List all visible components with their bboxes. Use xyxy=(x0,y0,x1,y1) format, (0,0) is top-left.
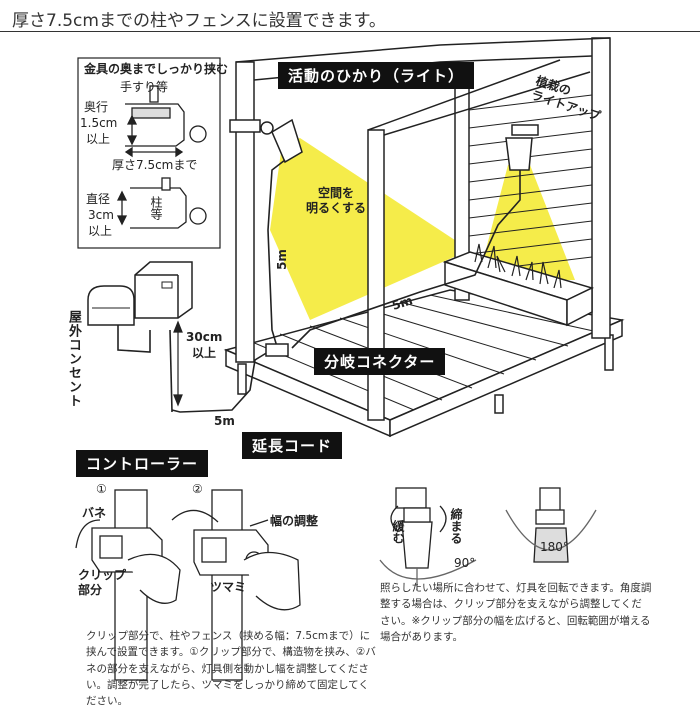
pillar-center xyxy=(368,130,384,420)
depth-label: 奥行 xyxy=(84,100,108,115)
height-value: 30cm xyxy=(186,330,222,345)
diameter-suffix: 以上 xyxy=(88,224,112,239)
tighten-label: 締まる xyxy=(448,508,463,544)
pillar-right xyxy=(592,38,610,338)
loosen-label: 緩む xyxy=(390,520,405,544)
handrail-label: 手すり等 xyxy=(120,80,168,95)
clip-label: クリップ 部分 xyxy=(78,568,126,598)
lamp-right xyxy=(506,138,532,170)
angle-90-label: 90° xyxy=(454,556,475,571)
outdoor-outlet xyxy=(88,286,134,325)
rotate-lamp-a xyxy=(402,522,432,568)
diameter-value: 3cm xyxy=(88,208,114,223)
caption-rotation: 照らしたい場所に合わせて、灯具を回転できます。角度調整する場合は、クリップ部分を… xyxy=(380,580,652,645)
bracket-left xyxy=(230,120,260,132)
step2-marker: ② xyxy=(192,482,203,497)
pillar-label: 柱等 xyxy=(148,196,163,220)
spring-label: バネ xyxy=(82,506,106,521)
deck-leg-3 xyxy=(605,335,613,370)
extension-callout: 延長コード xyxy=(242,432,342,459)
width-adjust-label: 幅の調整 xyxy=(270,514,318,529)
caption-clip-install: クリップ部分で、柱やフェンス（挟める幅：7.5cmまで）に挟んで設置できます。①… xyxy=(86,628,376,709)
branch-connector xyxy=(266,344,288,356)
light-callout: 活動のひかり（ライト） xyxy=(278,62,474,89)
cord-length-vertical: 5m xyxy=(275,249,290,270)
deck-leg-1 xyxy=(238,364,246,394)
deck-leg-2 xyxy=(495,395,503,413)
bracket-right xyxy=(512,125,538,135)
controller-callout: コントローラー xyxy=(76,450,208,477)
depth-value: 1.5cm xyxy=(80,116,117,131)
rotate-mount-b xyxy=(540,488,560,512)
space-label: 空間を 明るくする xyxy=(306,186,366,216)
height-suffix: 以上 xyxy=(192,346,216,361)
roof-beam xyxy=(236,38,610,62)
pillar-left xyxy=(236,62,254,362)
outlet-label: 屋外コンセント xyxy=(64,310,83,408)
connector-callout: 分岐コネクター xyxy=(314,348,445,375)
controller-box xyxy=(135,262,192,318)
step1-marker: ① xyxy=(96,482,107,497)
diameter-label: 直径 xyxy=(86,192,110,207)
rotate-mount-a xyxy=(396,488,426,508)
controller-cord xyxy=(170,330,172,412)
depth-suffix: 以上 xyxy=(86,132,110,147)
knob-label: ツマミ xyxy=(210,580,246,595)
angle-180-label: 180° xyxy=(540,540,569,555)
inset-title: 金具の奥までしっかり挟む xyxy=(84,62,228,77)
thickness-label: 厚さ7.5cmまで xyxy=(112,158,197,173)
cord-length-bottom: 5m xyxy=(214,414,235,429)
